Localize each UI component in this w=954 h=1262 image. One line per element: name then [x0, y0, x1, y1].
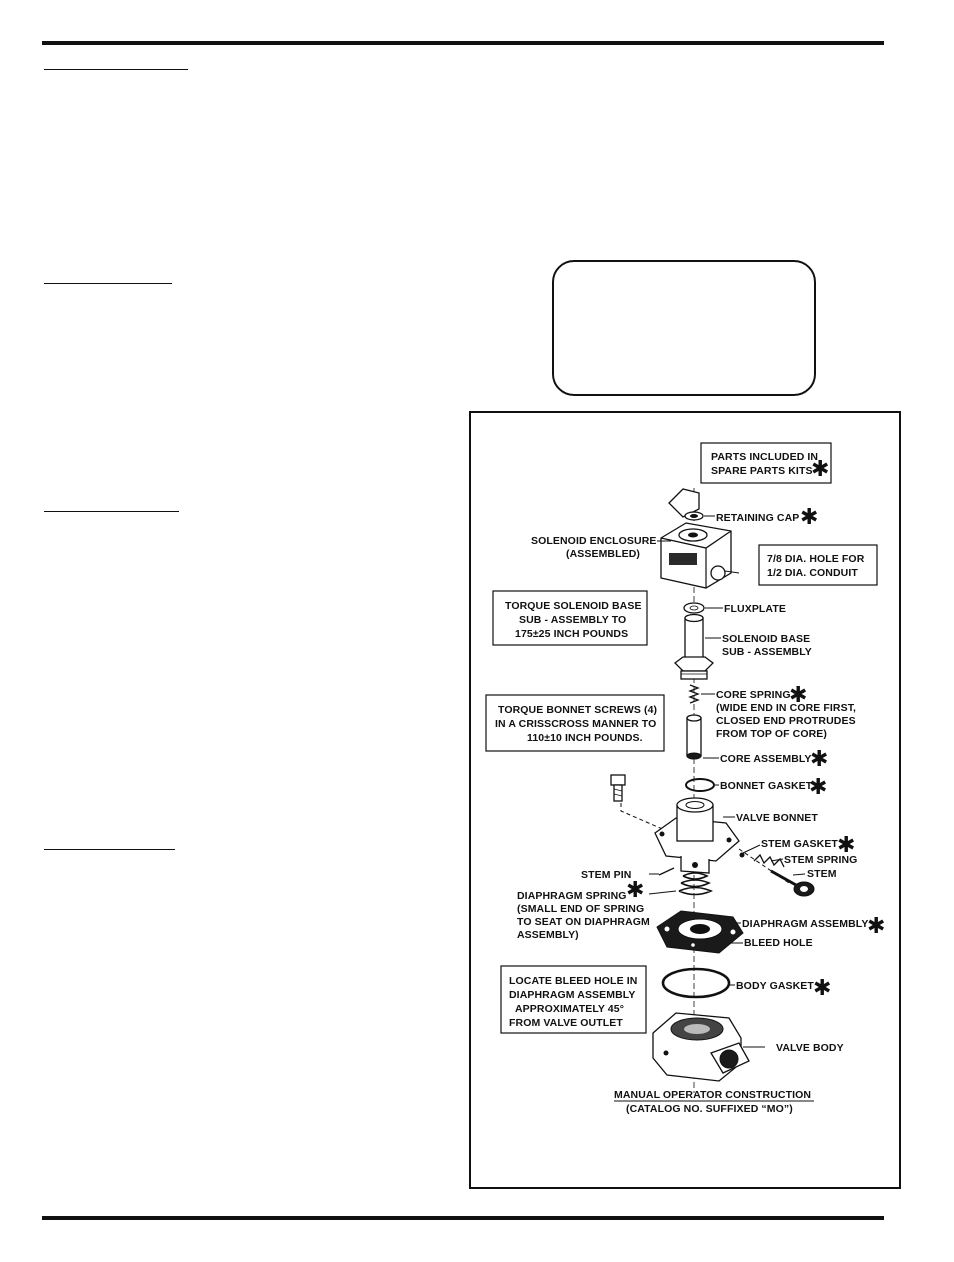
section-heading-underline — [44, 69, 188, 70]
fluxplate-label: FLUXPLATE — [724, 603, 786, 615]
section-heading-underline — [44, 511, 179, 512]
diaphragm-assembly-label: DIAPHRAGM ASSEMBLY — [742, 918, 868, 930]
stem-gasket-part — [739, 852, 745, 858]
retaining-cap-label: RETAINING CAP — [716, 512, 799, 524]
torque-solenoid-line-1: TORQUE SOLENOID BASE — [505, 600, 642, 612]
exploded-diagram-frame: PARTS INCLUDED IN SPARE PARTS KITS ✱ RET… — [469, 411, 901, 1189]
core-spring-label-1: CORE SPRING — [716, 689, 791, 701]
exploded-valve-diagram: PARTS INCLUDED IN SPARE PARTS KITS ✱ RET… — [485, 442, 885, 1115]
stem-part — [770, 869, 815, 897]
locate-bleed-line-4: FROM VALVE OUTLET — [509, 1017, 623, 1029]
locate-bleed-line-2: DIAPHRAGM ASSEMBLY — [509, 989, 635, 1001]
core-assembly-part — [686, 714, 702, 760]
stem-gasket-label: STEM GASKET — [761, 838, 838, 850]
valve-body-label: VALVE BODY — [776, 1042, 844, 1054]
diaphragm-spring-label-1: DIAPHRAGM SPRING — [517, 890, 627, 902]
locate-bleed-line-1: LOCATE BLEED HOLE IN — [509, 975, 637, 987]
asterisk-icon: ✱ — [809, 775, 827, 800]
diaphragm-spring-label-3: TO SEAT ON DIAPHRAGM — [517, 916, 650, 928]
asterisk-icon: ✱ — [800, 505, 818, 530]
spare-parts-line-1: PARTS INCLUDED IN — [711, 451, 818, 463]
solenoid-base-label-2: SUB - ASSEMBLY — [722, 646, 812, 658]
asterisk-icon: ✱ — [867, 914, 885, 939]
torque-bonnet-line-2: IN A CRISSCROSS MANNER TO — [495, 718, 656, 730]
asterisk-icon: ✱ — [789, 683, 807, 708]
valve-bonnet-part — [654, 797, 740, 874]
conduit-note-line-2: 1/2 DIA. CONDUIT — [767, 567, 858, 579]
stem-label: STEM — [807, 868, 837, 880]
asterisk-icon: ✱ — [837, 833, 855, 858]
section-heading-underline — [44, 283, 172, 284]
locate-bleed-line-3: APPROXIMATELY 45° — [515, 1003, 624, 1015]
core-spring-label-4: FROM TOP OF CORE) — [716, 728, 827, 740]
solenoid-enclosure-label-2: (ASSEMBLED) — [566, 548, 640, 560]
spare-parts-line-2: SPARE PARTS KITS — [711, 465, 813, 477]
spare-parts-box — [700, 442, 832, 484]
torque-bonnet-box — [485, 694, 665, 752]
bonnet-screw-part — [610, 774, 626, 802]
torque-solenoid-line-2: SUB - ASSEMBLY TO — [519, 614, 626, 626]
section-heading-underline — [44, 849, 175, 850]
diaphragm-spring-label-2: (SMALL END OF SPRING — [517, 903, 644, 915]
core-spring-label-2: (WIDE END IN CORE FIRST, — [716, 702, 856, 714]
stem-pin-label: STEM PIN — [581, 869, 631, 881]
diaphragm-spring-part — [678, 872, 713, 896]
asterisk-icon: ✱ — [813, 976, 831, 1001]
solenoid-enclosure-part — [660, 522, 740, 589]
solenoid-base-label-1: SOLENOID BASE — [722, 633, 810, 645]
bonnet-gasket-part — [685, 778, 715, 792]
callout-box — [552, 260, 816, 396]
torque-bonnet-line-3: 110±10 INCH POUNDS. — [527, 732, 643, 744]
torque-solenoid-box — [492, 590, 648, 646]
bottom-rule — [42, 1216, 884, 1220]
core-spring-part — [688, 684, 700, 704]
conduit-note-line-1: 7/8 DIA. HOLE FOR — [767, 553, 865, 565]
solenoid-base-part — [674, 613, 714, 680]
valve-bonnet-label: VALVE BONNET — [736, 812, 818, 824]
diaphragm-spring-label-4: ASSEMBLY) — [517, 929, 579, 941]
body-gasket-part — [661, 967, 731, 999]
asterisk-icon: ✱ — [811, 457, 829, 482]
asterisk-icon: ✱ — [810, 747, 828, 772]
diagram-caption-title: MANUAL OPERATOR CONSTRUCTION — [614, 1089, 811, 1101]
solenoid-enclosure-label-1: SOLENOID ENCLOSURE — [531, 535, 656, 547]
stem-pin-part — [658, 867, 675, 876]
bleed-hole-label: BLEED HOLE — [744, 937, 813, 949]
locate-bleed-box — [500, 965, 647, 1034]
stem-spring-label: STEM SPRING — [784, 854, 857, 866]
asterisk-icon: ✱ — [626, 878, 644, 903]
torque-bonnet-line-1: TORQUE BONNET SCREWS (4) — [498, 704, 657, 716]
core-assembly-label: CORE ASSEMBLY — [720, 753, 812, 765]
valve-body-part — [652, 1012, 750, 1082]
body-gasket-label: BODY GASKET — [736, 980, 814, 992]
core-spring-label-3: CLOSED END PROTRUDES — [716, 715, 856, 727]
top-rule — [42, 41, 884, 45]
diaphragm-assembly-part — [656, 910, 744, 954]
stem-spring-part — [753, 853, 785, 868]
retaining-cap-part — [668, 488, 704, 521]
diagram-caption-subtitle: (CATALOG NO. SUFFIXED “MO”) — [626, 1103, 793, 1115]
bonnet-gasket-label: BONNET GASKET — [720, 780, 813, 792]
torque-solenoid-line-3: 175±25 INCH POUNDS — [515, 628, 628, 640]
conduit-note-box — [758, 544, 878, 586]
